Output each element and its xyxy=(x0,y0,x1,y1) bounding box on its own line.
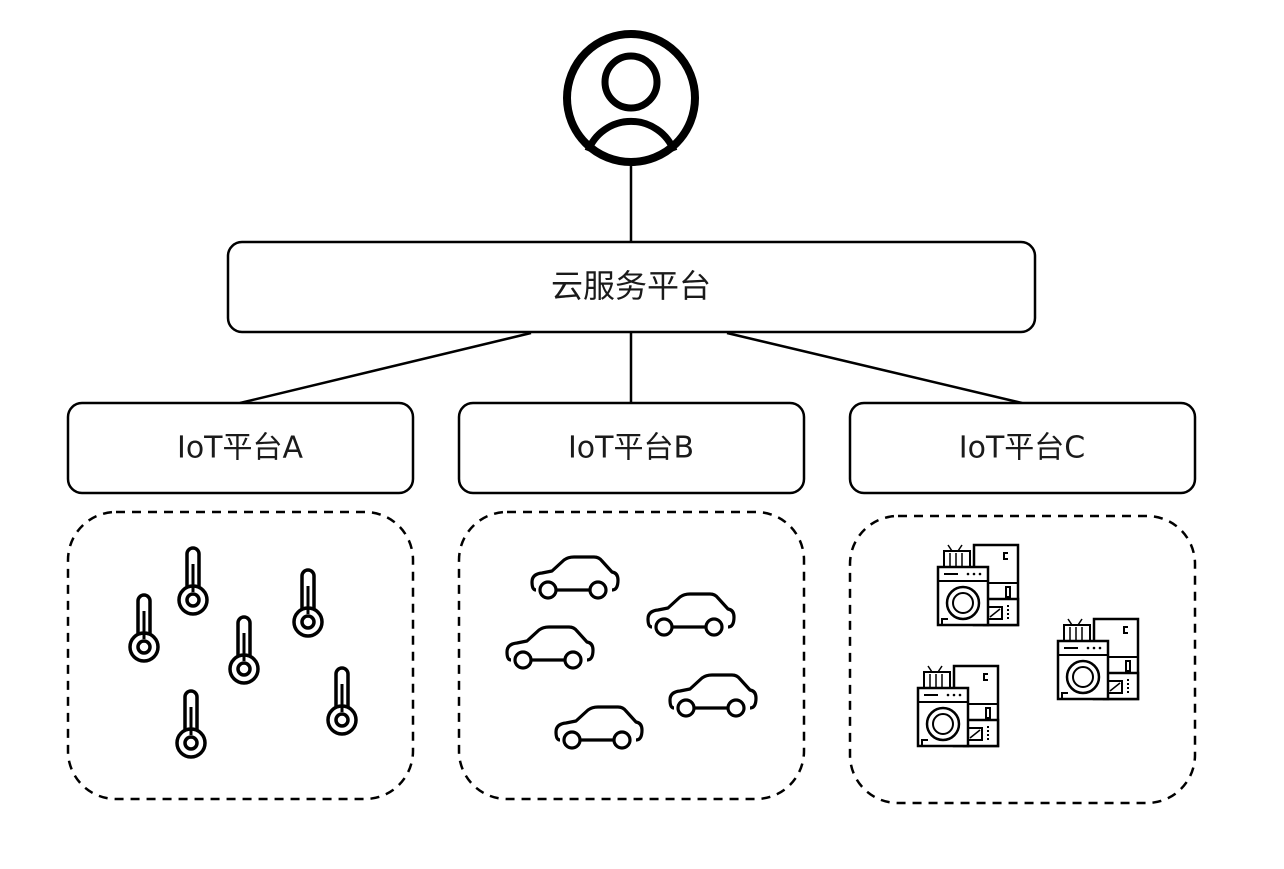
connectors xyxy=(239,166,1023,405)
thermometer-icon xyxy=(228,615,260,685)
iot-platform-a-box: IoT平台A xyxy=(66,401,415,495)
device-group-a xyxy=(66,510,415,801)
iot-platform-c-box: IoT平台C xyxy=(848,401,1197,495)
iot-platform-c-label: IoT平台C xyxy=(959,431,1085,466)
car-icon xyxy=(668,673,758,718)
car-icon xyxy=(505,625,595,670)
user-avatar-icon xyxy=(563,30,699,166)
car-icon xyxy=(646,592,736,637)
home-appliances-icon xyxy=(1056,617,1140,701)
connector-cloud-iot-c xyxy=(726,331,1023,405)
home-appliances-icon xyxy=(936,543,1020,627)
device-group-c xyxy=(848,514,1197,805)
car-icon xyxy=(554,705,644,750)
home-appliances-icon xyxy=(916,664,1000,748)
thermometer-icon xyxy=(177,546,209,616)
iot-platform-b-label: IoT平台B xyxy=(568,431,694,466)
thermometer-icon xyxy=(292,568,324,638)
thermometer-icon xyxy=(326,666,358,736)
iot-platform-b-box: IoT平台B xyxy=(457,401,806,495)
thermometer-icon xyxy=(128,593,160,663)
car-icon xyxy=(530,555,620,600)
cloud-platform-box: 云服务平台 xyxy=(226,240,1037,334)
iot-platform-a-label: IoT平台A xyxy=(177,431,304,466)
cloud-platform-label: 云服务平台 xyxy=(551,267,711,305)
device-group-b xyxy=(457,510,806,801)
connector-cloud-iot-a xyxy=(239,331,532,405)
thermometer-icon xyxy=(175,689,207,759)
